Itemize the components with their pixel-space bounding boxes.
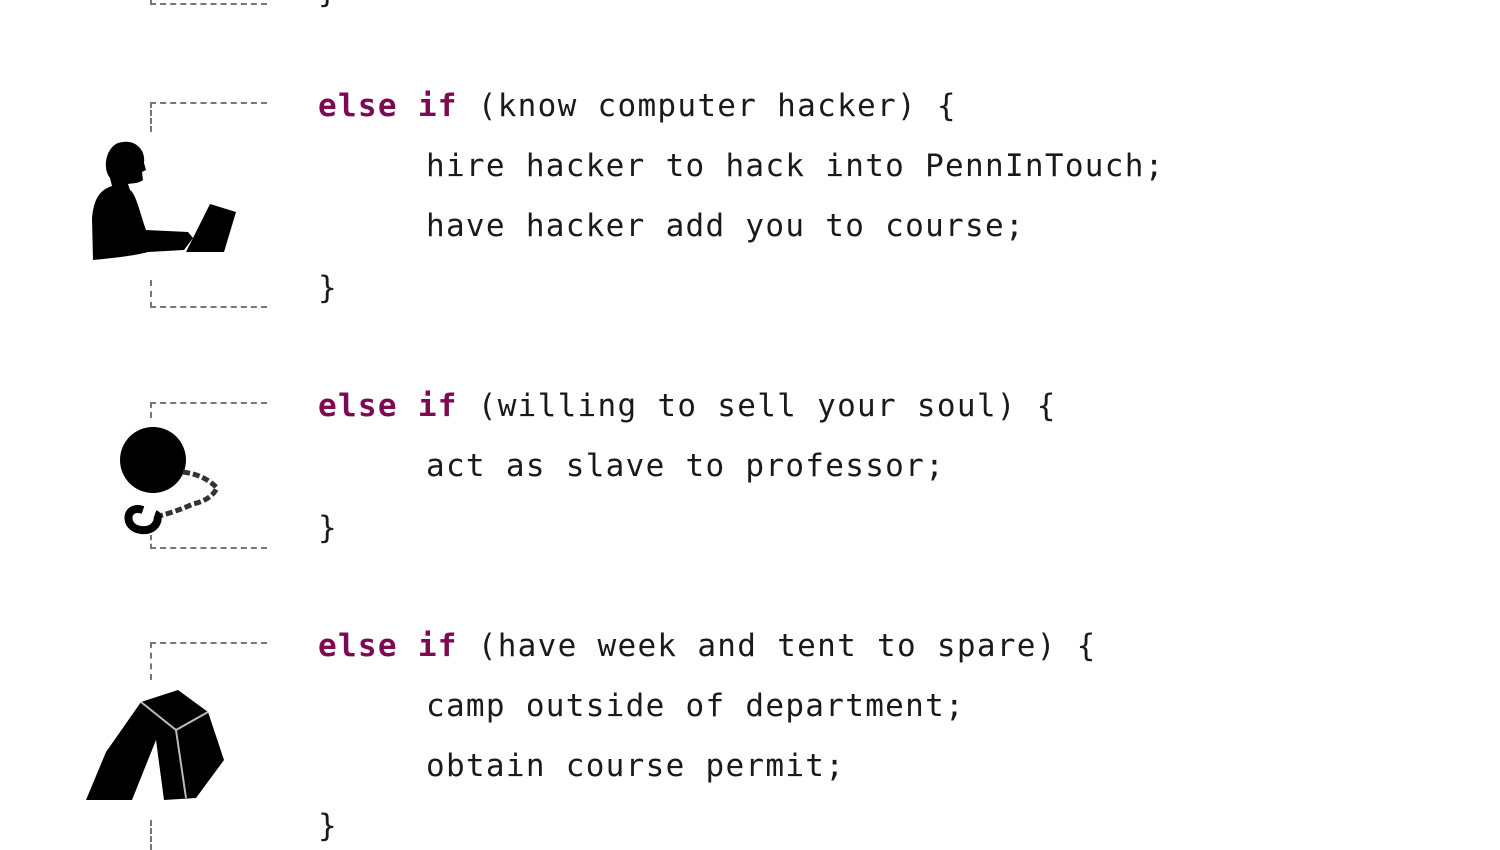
dashed-bracket-bottom (150, 820, 152, 850)
else-if-header: else if (know computer hacker) { (318, 86, 957, 126)
person-at-laptop-icon (92, 141, 236, 260)
dashed-bracket-bottom (150, 0, 267, 5)
keyword-if: if (417, 388, 458, 424)
keyword-if: if (417, 88, 458, 124)
else-if-header: else if (willing to sell your soul) { (318, 386, 1057, 426)
condition: (know computer hacker) { (457, 88, 957, 124)
else-if-header: else if (have week and tent to spare) { (318, 626, 1097, 666)
statement: have hacker add you to course; (426, 208, 1025, 244)
dashed-bracket-top (150, 642, 267, 680)
ball-and-chain-icon (120, 427, 221, 535)
dashed-bracket-top (150, 402, 267, 418)
statement: hire hacker to hack into PennInTouch; (426, 148, 1165, 184)
keyword-else: else (318, 388, 398, 424)
close-brace: } (318, 510, 338, 546)
keyword-if: if (417, 628, 458, 664)
condition: (have week and tent to spare) { (457, 628, 1097, 664)
close-brace: } (318, 0, 338, 12)
dashed-bracket-top (150, 102, 267, 132)
condition: (willing to sell your soul) { (457, 388, 1057, 424)
close-brace: } (318, 808, 338, 844)
statement: obtain course permit; (426, 748, 846, 784)
dashed-bracket-bottom (150, 280, 267, 308)
tent-icon (86, 690, 224, 800)
close-brace: } (318, 270, 338, 306)
keyword-else: else (318, 628, 398, 664)
keyword-else: else (318, 88, 398, 124)
dashed-bracket-bottom (150, 535, 267, 549)
statement: act as slave to professor; (426, 448, 946, 484)
statement: camp outside of department; (426, 688, 966, 724)
